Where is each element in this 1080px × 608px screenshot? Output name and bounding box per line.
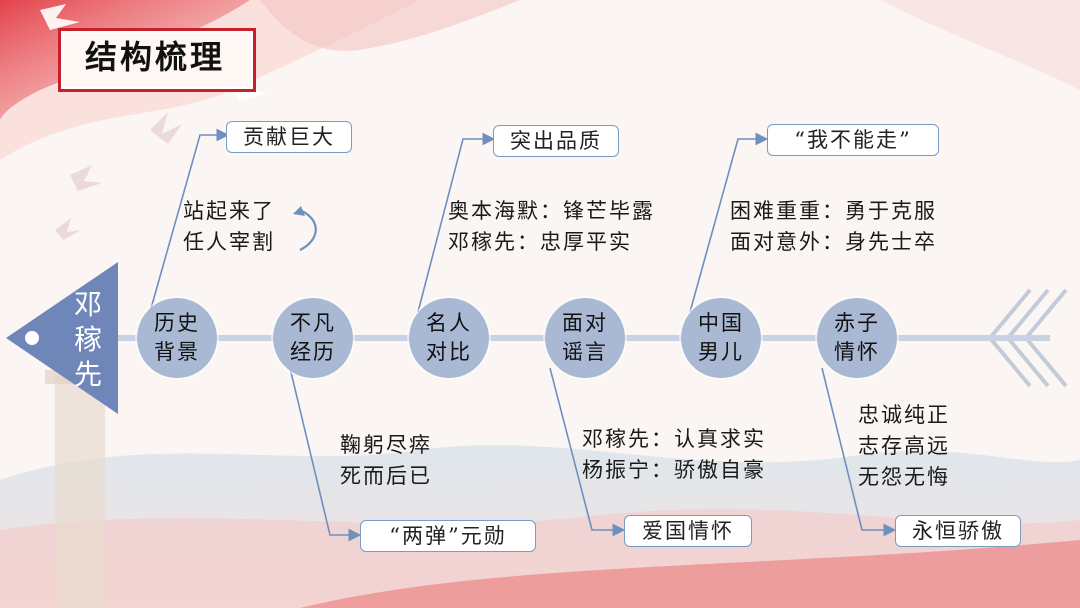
- node-line: 男儿: [698, 338, 744, 367]
- head-char: 邓: [64, 287, 112, 322]
- label-line: 站起来了: [183, 196, 275, 227]
- label-line: 邓稼先：忠厚平实: [448, 227, 655, 258]
- node-line: 不凡: [290, 309, 336, 338]
- label-line: 任人宰割: [183, 227, 275, 258]
- pill-patriotism: 爱国情怀: [624, 515, 752, 547]
- node-line: 历史: [154, 309, 200, 338]
- curved-arrow-icon: [300, 210, 316, 250]
- node-line: 中国: [698, 309, 744, 338]
- fish-head-label: 邓 稼 先: [64, 287, 112, 392]
- label-line: 困难重重：勇于克服: [730, 196, 937, 227]
- pill-two-bombs-hero: “两弹”元勋: [360, 520, 536, 552]
- node-facing-rumors: 面对 谣言: [545, 298, 625, 378]
- label-line: 杨振宁：骄傲自豪: [582, 455, 766, 486]
- node-line: 情怀: [834, 338, 880, 367]
- node-line: 名人: [426, 309, 472, 338]
- pill-i-cannot-leave: “我不能走”: [767, 124, 939, 156]
- node-line: 面对: [562, 309, 608, 338]
- label-line: 邓稼先：认真求实: [582, 424, 766, 455]
- node-chinese-man: 中国 男儿: [681, 298, 761, 378]
- head-char: 稼: [64, 322, 112, 357]
- pill-eternal-pride: 永恒骄傲: [895, 515, 1021, 547]
- page-title: 结构梳理: [70, 32, 240, 82]
- label-history: 站起来了 任人宰割: [183, 196, 275, 258]
- label-loyal-heart: 忠诚纯正 志存高远 无怨无悔: [858, 400, 950, 493]
- label-line: 死而后已: [340, 461, 432, 492]
- label-line: 忠诚纯正: [858, 400, 950, 431]
- label-line: 面对意外：身先士卒: [730, 227, 937, 258]
- node-extraordinary-experience: 不凡 经历: [273, 298, 353, 378]
- label-comparison: 奥本海默：锋芒毕露 邓稼先：忠厚平实: [448, 196, 655, 258]
- node-comparison: 名人 对比: [409, 298, 489, 378]
- node-line: 经历: [290, 338, 336, 367]
- node-line: 谣言: [562, 338, 608, 367]
- label-experience: 鞠躬尽瘁 死而后已: [340, 430, 432, 492]
- label-rumors: 邓稼先：认真求实 杨振宁：骄傲自豪: [582, 424, 766, 486]
- node-history-background: 历史 背景: [137, 298, 217, 378]
- head-char: 先: [64, 357, 112, 392]
- label-line: 鞠躬尽瘁: [340, 430, 432, 461]
- label-line: 志存高远: [858, 431, 950, 462]
- pill-outstanding-quality: 突出品质: [493, 125, 619, 157]
- node-line: 赤子: [834, 309, 880, 338]
- node-line: 背景: [154, 338, 200, 367]
- node-line: 对比: [426, 338, 472, 367]
- pill-great-contribution: 贡献巨大: [226, 121, 352, 153]
- node-loyal-heart: 赤子 情怀: [817, 298, 897, 378]
- label-line: 无怨无悔: [858, 462, 950, 493]
- label-line: 奥本海默：锋芒毕露: [448, 196, 655, 227]
- label-chinese-man: 困难重重：勇于克服 面对意外：身先士卒: [730, 196, 937, 258]
